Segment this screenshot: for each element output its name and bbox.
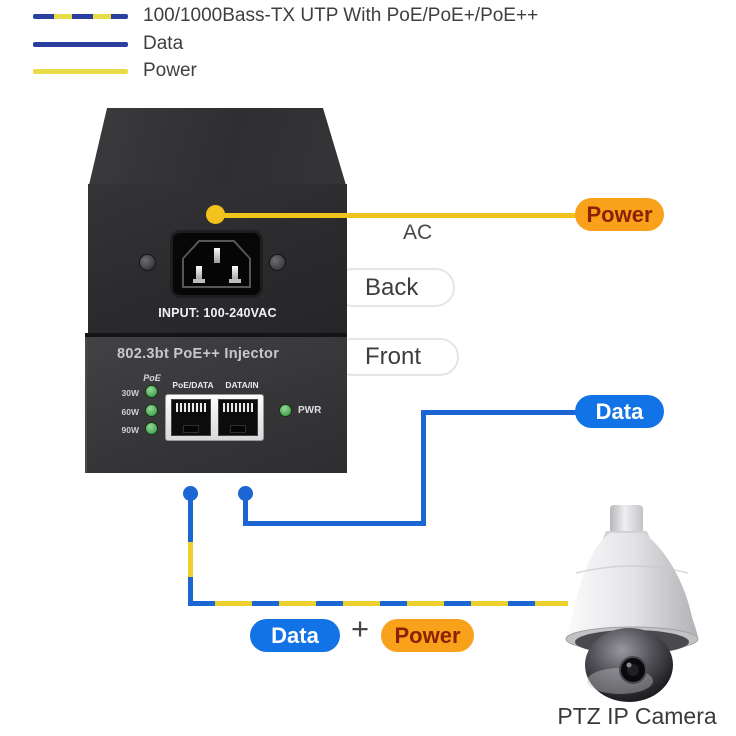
power-badge-label: Power [586,201,653,227]
legend-data-line-icon [33,42,128,47]
legend-label-data: Data [143,33,184,54]
back-panel-callout-label: Back [365,273,419,301]
rj45-pins-icon [223,403,253,412]
poe-data-port-label: PoE/DATA [172,380,214,390]
poe-30w-led-icon [145,385,158,398]
bottom-data-badge-label: Data [271,622,319,648]
ac-pin-ground [214,248,220,263]
poe-led-label-60w: 60W [121,407,139,417]
power-line [220,213,577,218]
camera-label: PTZ IP Camera [557,703,717,729]
ac-pin-left [196,266,202,281]
ac-label: AC [403,221,433,244]
legend-label-utp: 100/1000Bass-TX UTP With PoE/PoE+/PoE++ [143,5,539,26]
pwr-led-icon [279,404,292,417]
poe-led-label-30w: 30W [121,388,139,398]
ac-power-inlet [170,230,263,298]
rj45-latch-icon [183,425,199,433]
injector-model-label: 802.3bt PoE++ Injector [117,346,280,362]
data-line-segment [421,410,577,415]
legend-power-line-icon [33,69,128,74]
bottom-power-badge-label: Power [394,622,461,648]
injector-front-panel: 802.3bt PoE++ Injector PoE 30W 60W 90W P… [85,337,347,473]
data-line-segment [243,521,426,526]
device-panel-divider [85,333,347,337]
utp-combined-line-vertical [188,493,193,606]
power-connection-dot [206,205,225,224]
data-badge: Data [575,395,664,428]
camera-lens-highlight [626,662,632,668]
pwr-led-label: PWR [298,405,322,416]
poe-led-label-90w: 90W [121,425,139,435]
rj45-latch-icon [230,425,246,433]
camera-housing-seam [575,565,689,574]
utp-combined-line-horizontal [188,601,568,606]
ac-pin-left-foot [193,279,205,283]
poe-led-header: PoE [143,373,161,383]
data-in-rj45-port [218,399,258,436]
injector-top-face [89,108,346,185]
data-in-port-label: DATA/IN [225,380,259,390]
input-voltage-label: INPUT: 100-240VAC [158,306,277,320]
plus-sign: + [350,611,370,646]
poe-data-rj45-port [171,399,211,436]
rj45-pins-icon [176,403,206,412]
data-line-segment [421,410,426,526]
ptz-camera-image [565,505,699,702]
front-panel-callout-label: Front [365,343,422,370]
poe-90w-led-icon [145,422,158,435]
bottom-data-badge: Data [250,619,340,652]
back-panel-callout: Back [333,268,455,307]
camera-bell-housing [566,533,698,639]
data-badge-label: Data [595,398,644,424]
ac-pin-right [232,266,238,281]
poe-60w-led-icon [145,404,158,417]
screw-icon [139,254,156,271]
bottom-power-badge: Power [381,619,474,652]
camera-mount [610,505,643,535]
data-in-connection-dot [238,486,253,501]
port-bezel [165,394,264,441]
front-panel-callout: Front [333,338,459,376]
screw-icon [269,254,286,271]
legend-label-power: Power [143,60,197,81]
data-line-segment [243,493,248,526]
poe-data-connection-dot [183,486,198,501]
power-badge: Power [575,198,664,231]
ac-pin-right-foot [229,279,241,283]
legend-dashed-utp-line-icon [33,14,128,19]
